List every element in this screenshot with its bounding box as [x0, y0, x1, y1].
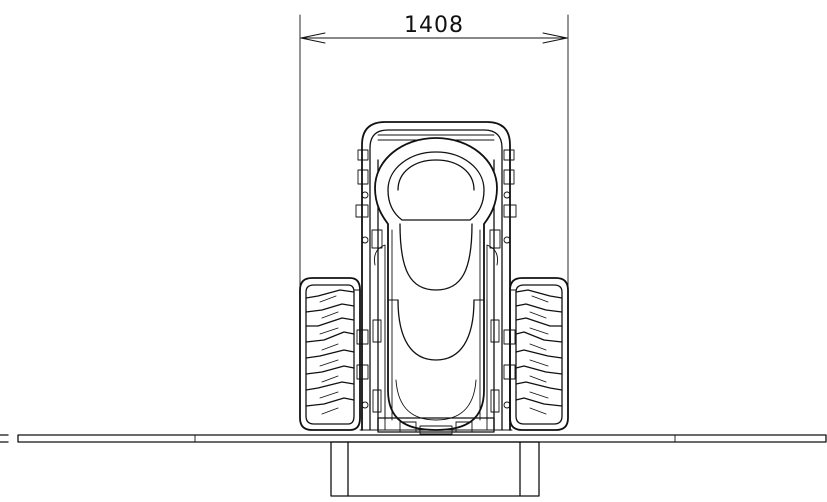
- front-axle: [359, 417, 513, 435]
- dimension-label: 1408: [404, 13, 464, 38]
- ground-plate: [0, 434, 827, 443]
- right-tire: [509, 277, 569, 431]
- hood: [374, 137, 498, 431]
- pedestal: [330, 441, 540, 497]
- left-tire: [299, 277, 361, 431]
- hood-side-panels: [384, 229, 488, 421]
- width-dimension: 1408: [299, 13, 569, 291]
